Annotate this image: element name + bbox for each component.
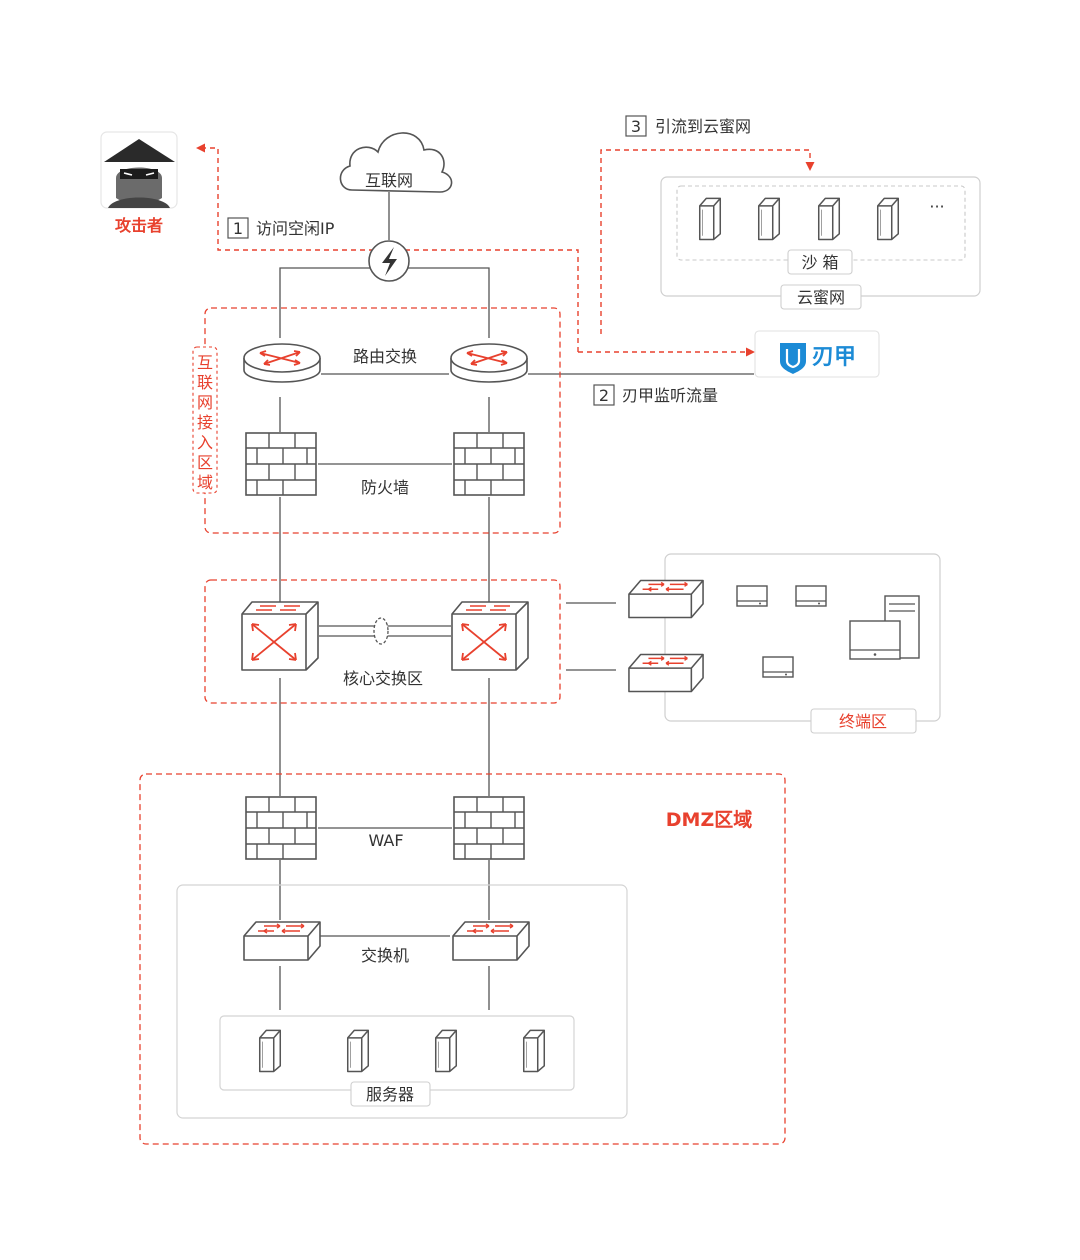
firewall-label: 防火墙 bbox=[361, 478, 409, 497]
link-aggregation-icon bbox=[373, 617, 389, 645]
arrow-to-attacker-icon bbox=[196, 143, 205, 153]
gateway-lightning-icon bbox=[368, 240, 410, 282]
waf-icon bbox=[245, 796, 317, 860]
dmz-switch-label: 交换机 bbox=[361, 946, 409, 965]
core-switch-icon bbox=[241, 601, 319, 671]
zone-title-char: 联 bbox=[197, 373, 213, 392]
dmz-switch-icon bbox=[452, 921, 530, 961]
sandbox-server-icon bbox=[757, 197, 781, 241]
workstation-icon bbox=[849, 595, 920, 660]
arrow-to-honeynet-icon bbox=[805, 162, 815, 171]
step-text: 引流到云蜜网 bbox=[655, 117, 751, 136]
access-zone-title: 互 联 网 接 入 区 域 bbox=[197, 353, 213, 492]
core-zone-boundary bbox=[204, 579, 561, 704]
internet-label: 互联网 bbox=[365, 171, 413, 190]
core-zone-label: 核心交换区 bbox=[343, 669, 423, 688]
access-zone-boundary bbox=[204, 307, 561, 534]
dmz-boundary bbox=[139, 773, 786, 1145]
server-icon bbox=[258, 1029, 282, 1073]
router-icon bbox=[450, 343, 528, 383]
brand-name: 刃甲 bbox=[812, 345, 856, 370]
honeynet-panel: ··· 沙 箱 云蜜网 bbox=[660, 176, 981, 310]
server-icon bbox=[346, 1029, 370, 1073]
step-number: 1 bbox=[233, 219, 243, 238]
sandbox-server-icon bbox=[817, 197, 841, 241]
pc-icon bbox=[736, 585, 768, 607]
waf-label: WAF bbox=[368, 831, 403, 850]
terminal-zone: 终端区 bbox=[628, 553, 941, 734]
step-2: 2 刃甲监听流量 bbox=[593, 384, 718, 406]
arrow-to-brand-icon bbox=[746, 347, 755, 357]
dmz-inner-panel bbox=[176, 884, 628, 1119]
sandbox-label: 沙 箱 bbox=[801, 253, 838, 272]
waf-icon bbox=[453, 796, 525, 860]
terminal-zone-label: 终端区 bbox=[839, 712, 887, 731]
honeynet-title: 云蜜网 bbox=[797, 288, 845, 307]
sandbox-server-icon bbox=[876, 197, 900, 241]
router-icon bbox=[243, 343, 321, 383]
firewall-icon bbox=[245, 432, 317, 496]
step-number: 2 bbox=[599, 386, 609, 405]
server-icon bbox=[434, 1029, 458, 1073]
dmz-title: DMZ区域 bbox=[666, 808, 752, 831]
zone-title-char: 网 bbox=[197, 393, 213, 412]
access-switch-icon bbox=[628, 579, 704, 619]
step-number: 3 bbox=[631, 117, 641, 136]
internet-cloud-icon bbox=[339, 132, 453, 193]
attacker-label: 攻击者 bbox=[115, 216, 163, 235]
network-links bbox=[279, 192, 850, 1010]
step-text: 访问空闲IP bbox=[256, 219, 335, 238]
sandbox-server-icon bbox=[698, 197, 722, 241]
server-label: 服务器 bbox=[366, 1085, 414, 1104]
zone-title-char: 区 bbox=[197, 453, 213, 472]
router-label: 路由交换 bbox=[353, 347, 417, 366]
access-zone-title-box bbox=[192, 346, 218, 494]
sandbox-ellipsis: ··· bbox=[929, 197, 944, 216]
zone-title-char: 域 bbox=[197, 473, 213, 492]
pc-icon bbox=[762, 656, 794, 678]
step-3: 3 引流到云蜜网 bbox=[625, 115, 751, 137]
access-switch-icon bbox=[628, 653, 704, 693]
core-switch-icon bbox=[451, 601, 529, 671]
server-icon bbox=[522, 1029, 546, 1073]
attacker-icon bbox=[100, 131, 178, 209]
attack-paths bbox=[200, 147, 811, 353]
pc-icon bbox=[795, 585, 827, 607]
zone-title-char: 入 bbox=[197, 433, 213, 452]
zone-title-char: 互 bbox=[197, 353, 213, 372]
dmz-switch-icon bbox=[243, 921, 321, 961]
step-1: 1 访问空闲IP bbox=[227, 217, 335, 239]
zone-title-char: 接 bbox=[197, 413, 213, 432]
firewall-icon bbox=[453, 432, 525, 496]
step-text: 刃甲监听流量 bbox=[622, 386, 718, 405]
brand-box: 刃甲 bbox=[754, 330, 880, 378]
